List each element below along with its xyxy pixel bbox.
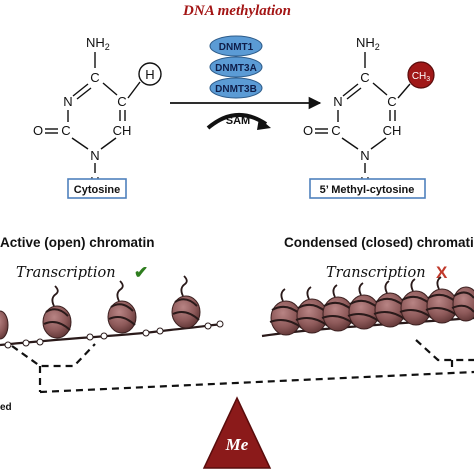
- chromatin-nucleosome-icon: [295, 286, 329, 334]
- svg-text:C: C: [360, 70, 369, 85]
- side-label: ed: [0, 402, 12, 413]
- chromatin-nucleosome-icon: [42, 285, 72, 339]
- svg-text:CH3: CH3: [412, 71, 430, 83]
- checkmark-icon: ✔: [134, 263, 148, 282]
- chromatin-nucleosome-icon: [399, 278, 433, 326]
- cytosine-label: Cytosine: [74, 184, 120, 196]
- x-mark-icon: X: [436, 263, 448, 282]
- fulcrum-label: Me: [225, 435, 249, 454]
- chromatin-nucleosome-icon: [171, 275, 201, 329]
- chromatin-nucleosome-icon: [347, 282, 381, 330]
- active-chromatin-heading: Active (open) chromatin: [0, 235, 155, 250]
- methylcytosine-structure: NH2 C N C CH3 O C CH N H: [303, 35, 435, 189]
- svg-text:C: C: [331, 123, 340, 138]
- balance-scale: [11, 339, 474, 394]
- condensed-transcription-label: Transcription: [326, 265, 426, 281]
- svg-text:C: C: [387, 94, 396, 109]
- methyl-substituent-circle: [407, 61, 435, 89]
- enzyme-dnmt3a: DNMT3A: [215, 63, 257, 74]
- hydrogen-substituent-circle: [138, 62, 162, 86]
- methylcytosine-label-box: [309, 178, 426, 199]
- svg-text:C: C: [117, 94, 126, 109]
- svg-text:C: C: [61, 123, 70, 138]
- svg-text:H: H: [145, 67, 154, 82]
- amine-label: NH2: [86, 35, 110, 52]
- cytosine-structure: NH2 C N C H O C CH N H: [33, 35, 162, 189]
- active-transcription-label: Transcription: [16, 265, 116, 281]
- enzyme-dnmt3b: DNMT3B: [215, 84, 257, 95]
- chromatin-nucleosome-icon: [107, 280, 137, 334]
- condensed-chromatin-heading: Condensed (closed) chromati: [284, 235, 474, 250]
- cytosine-label-box: [67, 178, 127, 199]
- enzyme-dnmt1: DNMT1: [219, 42, 254, 53]
- condensed-chromatin: [261, 276, 474, 338]
- svg-text:O: O: [303, 123, 313, 138]
- amine-label-right: NH2: [356, 35, 380, 52]
- svg-text:O: O: [33, 123, 43, 138]
- chromatin-nucleosome-icon: [451, 286, 474, 322]
- enzyme-group: DNMT1 DNMT3A DNMT3B: [209, 35, 263, 99]
- svg-text:N: N: [90, 148, 99, 163]
- svg-text:CH: CH: [113, 123, 132, 138]
- svg-text:N: N: [63, 94, 72, 109]
- cofactor-label: SAM: [226, 115, 250, 127]
- methylation-fulcrum: [202, 396, 272, 469]
- diagram-title: DNA methylation: [182, 3, 291, 19]
- svg-text:N: N: [333, 94, 342, 109]
- open-chromatin: [0, 275, 224, 349]
- svg-text:CH: CH: [383, 123, 402, 138]
- chromatin-nucleosome-icon: [269, 288, 303, 336]
- svg-text:N: N: [360, 148, 369, 163]
- svg-text:C: C: [90, 70, 99, 85]
- methylcytosine-label: 5’ Methyl-cytosine: [320, 184, 415, 196]
